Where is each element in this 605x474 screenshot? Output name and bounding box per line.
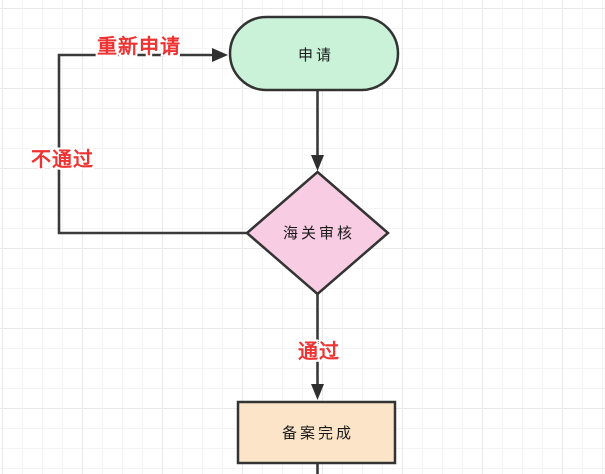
edge-review-to-apply-line [57, 53, 247, 235]
arrowhead-into-review [311, 155, 324, 171]
edge-review-to-apply [57, 48, 247, 235]
node-customs-review[interactable]: 海关审核 [245, 170, 390, 296]
arrowhead-into-complete [311, 384, 324, 400]
node-customs-review-label: 海关审核 [283, 224, 355, 242]
node-apply-label: 申请 [298, 46, 334, 64]
node-apply-shape[interactable] [228, 15, 400, 92]
node-apply[interactable]: 申请 [228, 15, 400, 92]
edge-review-to-complete [311, 294, 324, 400]
node-filing-complete-label: 备案完成 [282, 424, 354, 442]
edge-label-fail[interactable]: 不通过 [31, 147, 94, 171]
edge-label-pass[interactable]: 通过 [298, 339, 340, 363]
arrowhead-into-apply [212, 48, 228, 62]
node-filing-complete[interactable]: 备案完成 [236, 400, 397, 465]
edge-label-reapply[interactable]: 重新申请 [97, 34, 181, 58]
node-filing-complete-shape[interactable] [236, 400, 397, 465]
node-customs-review-shape[interactable] [245, 170, 390, 296]
edge-apply-to-review [311, 91, 324, 171]
